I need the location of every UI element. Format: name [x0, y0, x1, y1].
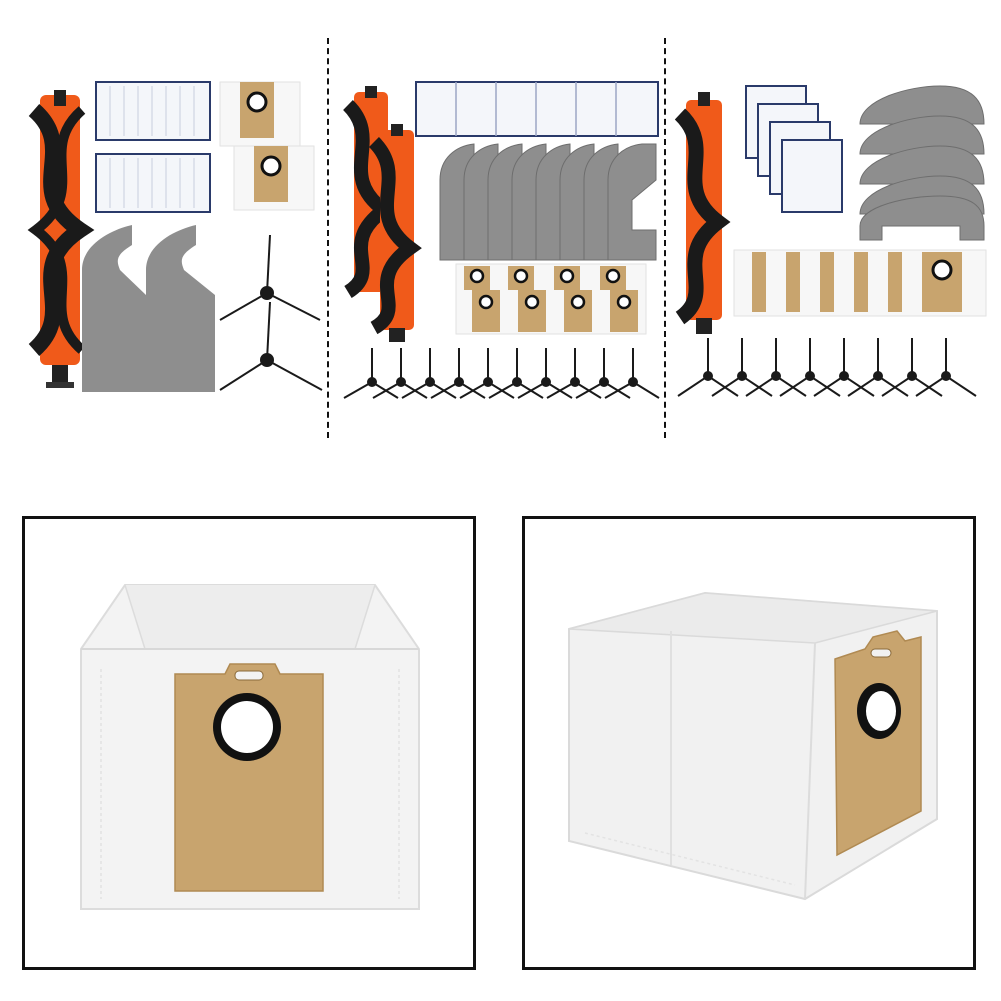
kit-3-group — [668, 30, 994, 450]
side-brush — [219, 301, 323, 391]
divider-line — [327, 38, 329, 438]
bag-inlet-ring-icon — [857, 683, 901, 739]
main-brush — [674, 92, 731, 334]
bag-front-view — [22, 516, 476, 970]
hepa-filter-row — [415, 81, 659, 137]
mop-pad — [146, 225, 215, 392]
kit-2-group — [332, 30, 662, 450]
mop-pad-stack — [439, 143, 657, 261]
cardboard-collar — [174, 663, 324, 892]
divider-line — [664, 38, 666, 438]
bag-inlet-ring-icon — [213, 693, 281, 761]
side-brush — [219, 234, 321, 321]
kit-1-group — [20, 30, 325, 450]
bag-angle-view — [522, 516, 976, 970]
dust-bag-set — [733, 249, 987, 317]
mop-pad-stack — [859, 85, 985, 241]
dust-bag — [233, 145, 315, 211]
side-brush-row — [343, 348, 660, 399]
mop-pad — [82, 225, 146, 392]
hepa-filter — [95, 81, 211, 141]
hepa-filter — [95, 153, 211, 213]
hepa-filter-stack — [745, 85, 843, 213]
dust-bag — [219, 81, 301, 147]
cardboard-collar — [834, 630, 922, 857]
main-brush — [368, 124, 422, 342]
main-brush — [27, 90, 95, 388]
side-brush-row — [677, 338, 977, 397]
dust-bag-set — [455, 263, 647, 335]
